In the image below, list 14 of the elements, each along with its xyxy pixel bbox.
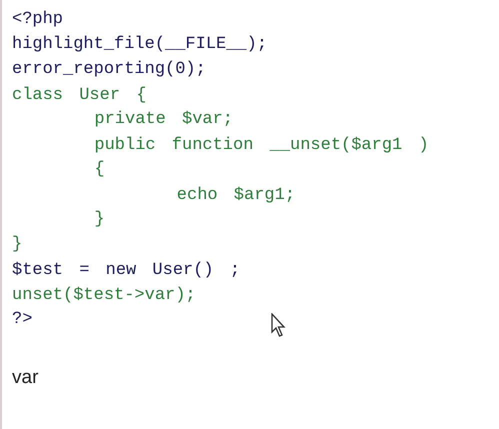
- code-line: highlight_file(__FILE__);: [12, 35, 268, 55]
- code-line: }: [94, 210, 105, 230]
- code-line: error_reporting(0);: [12, 60, 206, 80]
- code-line: public function __unset($arg1 ): [94, 136, 429, 156]
- code-line: {: [94, 160, 105, 180]
- code-line: unset($test->var);: [12, 286, 196, 306]
- code-line: $test = new User() ;: [12, 261, 240, 281]
- code-line: ?>: [12, 310, 32, 330]
- code-line: private $var;: [94, 110, 234, 130]
- code-line: }: [12, 235, 22, 255]
- code-line: <?php: [12, 10, 64, 30]
- code-line: class User {: [12, 86, 146, 106]
- output-text: var: [12, 367, 38, 389]
- code-line: echo $arg1;: [176, 186, 296, 206]
